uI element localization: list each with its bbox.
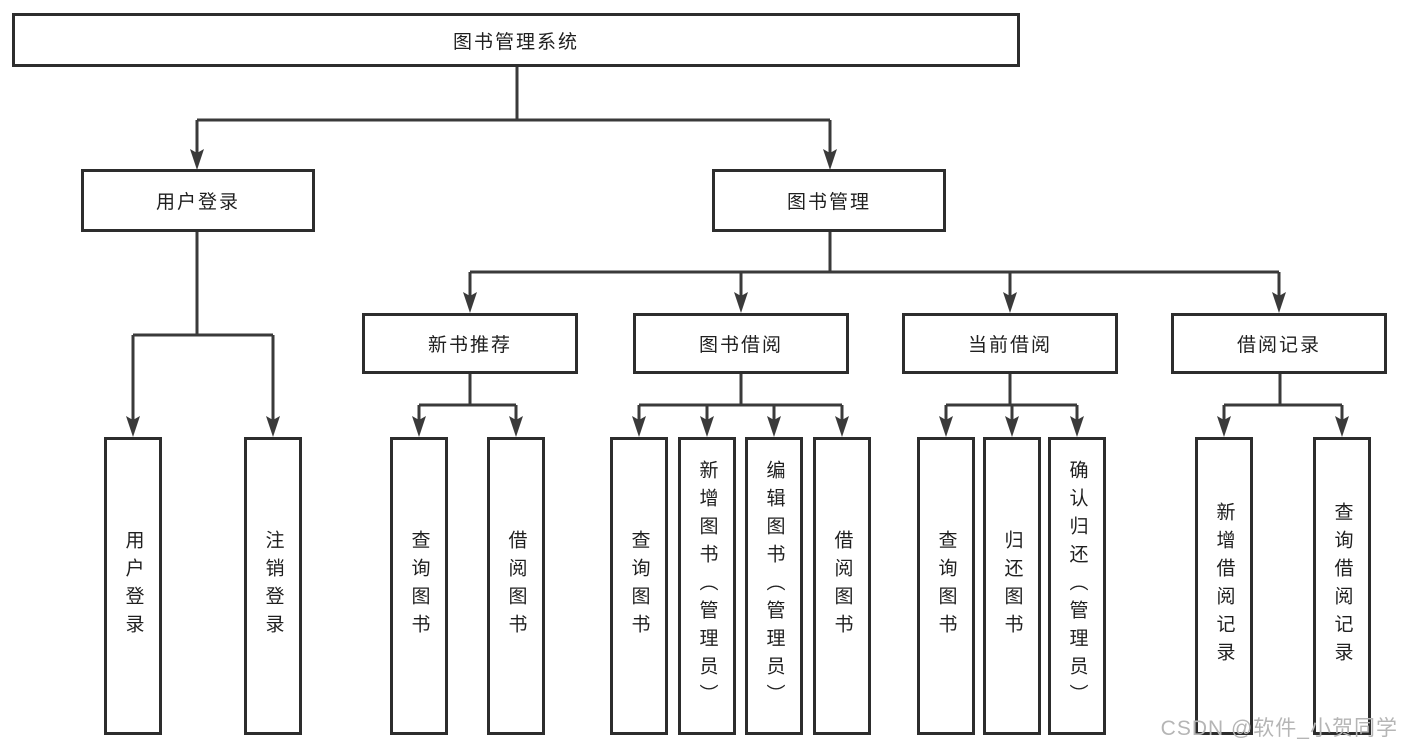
leaf-logout-label: 注销登录 (262, 530, 284, 642)
leaf-add-borrow-record-label: 新增借阅记录 (1213, 502, 1235, 670)
leaf-query-books-recommend-label: 查询图书 (408, 530, 430, 642)
csdn-watermark: CSDN @软件_小贺同学 (1160, 717, 1398, 740)
arrowheads (126, 149, 1349, 437)
leaf-borrow-books-recommend: 借阅图书 (487, 437, 545, 735)
leaf-borrow-books: 借阅图书 (813, 437, 871, 735)
node-borrow-records-label: 借阅记录 (1236, 335, 1321, 356)
leaf-add-books-admin: 新增图书（管理员） (678, 437, 736, 735)
leaf-confirm-return-admin-label: 确认归还（管理员） (1066, 460, 1088, 712)
leaf-query-borrow-record: 查询借阅记录 (1313, 437, 1371, 735)
leaf-add-books-admin-label: 新增图书（管理员） (696, 460, 718, 712)
leaf-query-books-recommend: 查询图书 (390, 437, 448, 735)
node-new-book-recommend-label: 新书推荐 (427, 335, 512, 356)
node-book-borrow: 图书借阅 (633, 313, 849, 374)
leaf-query-books-borrow: 查询图书 (610, 437, 668, 735)
leaf-return-books: 归还图书 (983, 437, 1041, 735)
leaf-borrow-books-label: 借阅图书 (831, 530, 853, 642)
leaf-user-login: 用户登录 (104, 437, 162, 735)
node-current-borrow-label: 当前借阅 (967, 335, 1052, 356)
leaf-edit-books-admin-label: 编辑图书（管理员） (763, 460, 785, 712)
leaf-logout: 注销登录 (244, 437, 302, 735)
node-root: 图书管理系统 (12, 13, 1020, 67)
leaf-user-login-label: 用户登录 (122, 530, 144, 642)
node-root-label: 图书管理系统 (452, 31, 579, 53)
leaf-return-books-label: 归还图书 (1001, 530, 1023, 642)
node-user-login: 用户登录 (81, 169, 315, 232)
leaf-query-borrow-record-label: 查询借阅记录 (1331, 502, 1353, 670)
leaf-add-borrow-record: 新增借阅记录 (1195, 437, 1253, 735)
leaf-confirm-return-admin: 确认归还（管理员） (1048, 437, 1106, 735)
node-user-login-label: 用户登录 (155, 192, 240, 213)
node-borrow-records: 借阅记录 (1171, 313, 1387, 374)
node-current-borrow: 当前借阅 (902, 313, 1118, 374)
leaf-query-books-current: 查询图书 (917, 437, 975, 735)
node-book-management: 图书管理 (712, 169, 946, 232)
leaf-borrow-books-recommend-label: 借阅图书 (505, 530, 527, 642)
leaf-query-books-borrow-label: 查询图书 (628, 530, 650, 642)
leaf-query-books-current-label: 查询图书 (935, 530, 957, 642)
node-book-borrow-label: 图书借阅 (698, 335, 783, 356)
leaf-edit-books-admin: 编辑图书（管理员） (745, 437, 803, 735)
node-new-book-recommend: 新书推荐 (362, 313, 578, 374)
node-book-management-label: 图书管理 (786, 192, 871, 213)
